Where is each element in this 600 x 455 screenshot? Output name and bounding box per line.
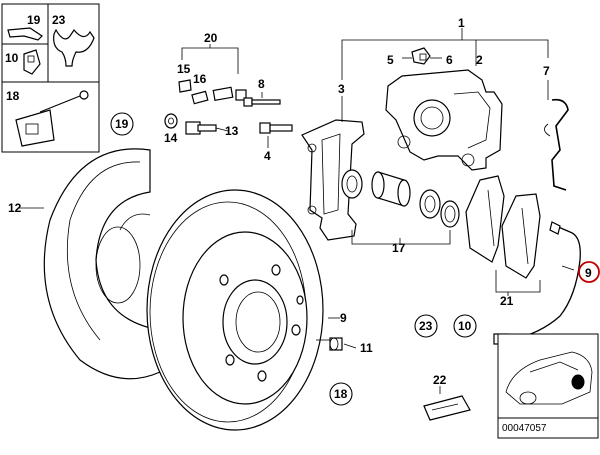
callout-21: 20 [204,31,218,45]
callout-14: 13 [225,124,239,138]
inset-label-19: 19 [27,13,41,27]
vehicle-location-inset: 00047057 [497,333,599,439]
callout-11: 9 [340,311,347,325]
accessory-inset: 19 23 10 18 [1,3,100,153]
leader-lines [316,265,575,394]
callout-16: 15 [177,62,191,76]
callout-1: 1 [458,16,465,30]
callout-12: 11 [360,341,373,355]
caliper-housing-2 [341,28,549,171]
backing-plate-13 [18,148,161,380]
inset-label-23: 23 [52,13,66,27]
callout-20: 17 [392,241,406,255]
clip-part-19 [7,27,43,41]
drawing-number: 00047057 [502,423,547,434]
callout-8: 8 [258,77,265,91]
wheel-bolt-12 [329,337,357,351]
circled-callout-23: 23 [419,319,433,333]
callout-3: 3 [338,82,345,96]
callout-5: 5 [387,53,394,67]
inset-label-10: 10 [5,51,19,65]
circled-callouts: 19 23 10 18 [110,112,477,406]
inset-label-18: 18 [6,89,20,103]
circled-callout-18: 18 [334,387,348,401]
piston-seal-kit-20 [341,169,460,245]
callout-9: 9 [585,266,592,280]
callout-7: 7 [543,64,550,78]
circled-callout-10: 10 [458,319,472,333]
callout-4: 4 [264,149,271,163]
grease-packet-24 [423,395,471,421]
small-hardware [164,44,293,148]
brake-disc-11 [146,189,324,431]
highlight-circle-9 [578,261,600,283]
callout-22: 21 [500,294,514,308]
bleed-screw [402,47,442,65]
anti-rattle-spring-7 [544,80,569,191]
callout-13: 12 [8,201,22,215]
caliper-carrier-3 [301,96,365,241]
callout-6: 6 [446,53,453,67]
callout-24: 22 [433,373,447,387]
callout-numbers: 1 2 3 4 5 6 7 8 9 9 11 12 13 14 15 16 17… [8,16,600,387]
callout-2: 2 [476,53,483,67]
bracket-part-23 [53,28,95,67]
callout-15: 14 [164,131,178,145]
sensor-block-18 [15,109,55,147]
circled-callout-19: 19 [115,117,129,131]
callout-17: 16 [193,72,207,86]
brake-pads-22 [465,175,541,296]
